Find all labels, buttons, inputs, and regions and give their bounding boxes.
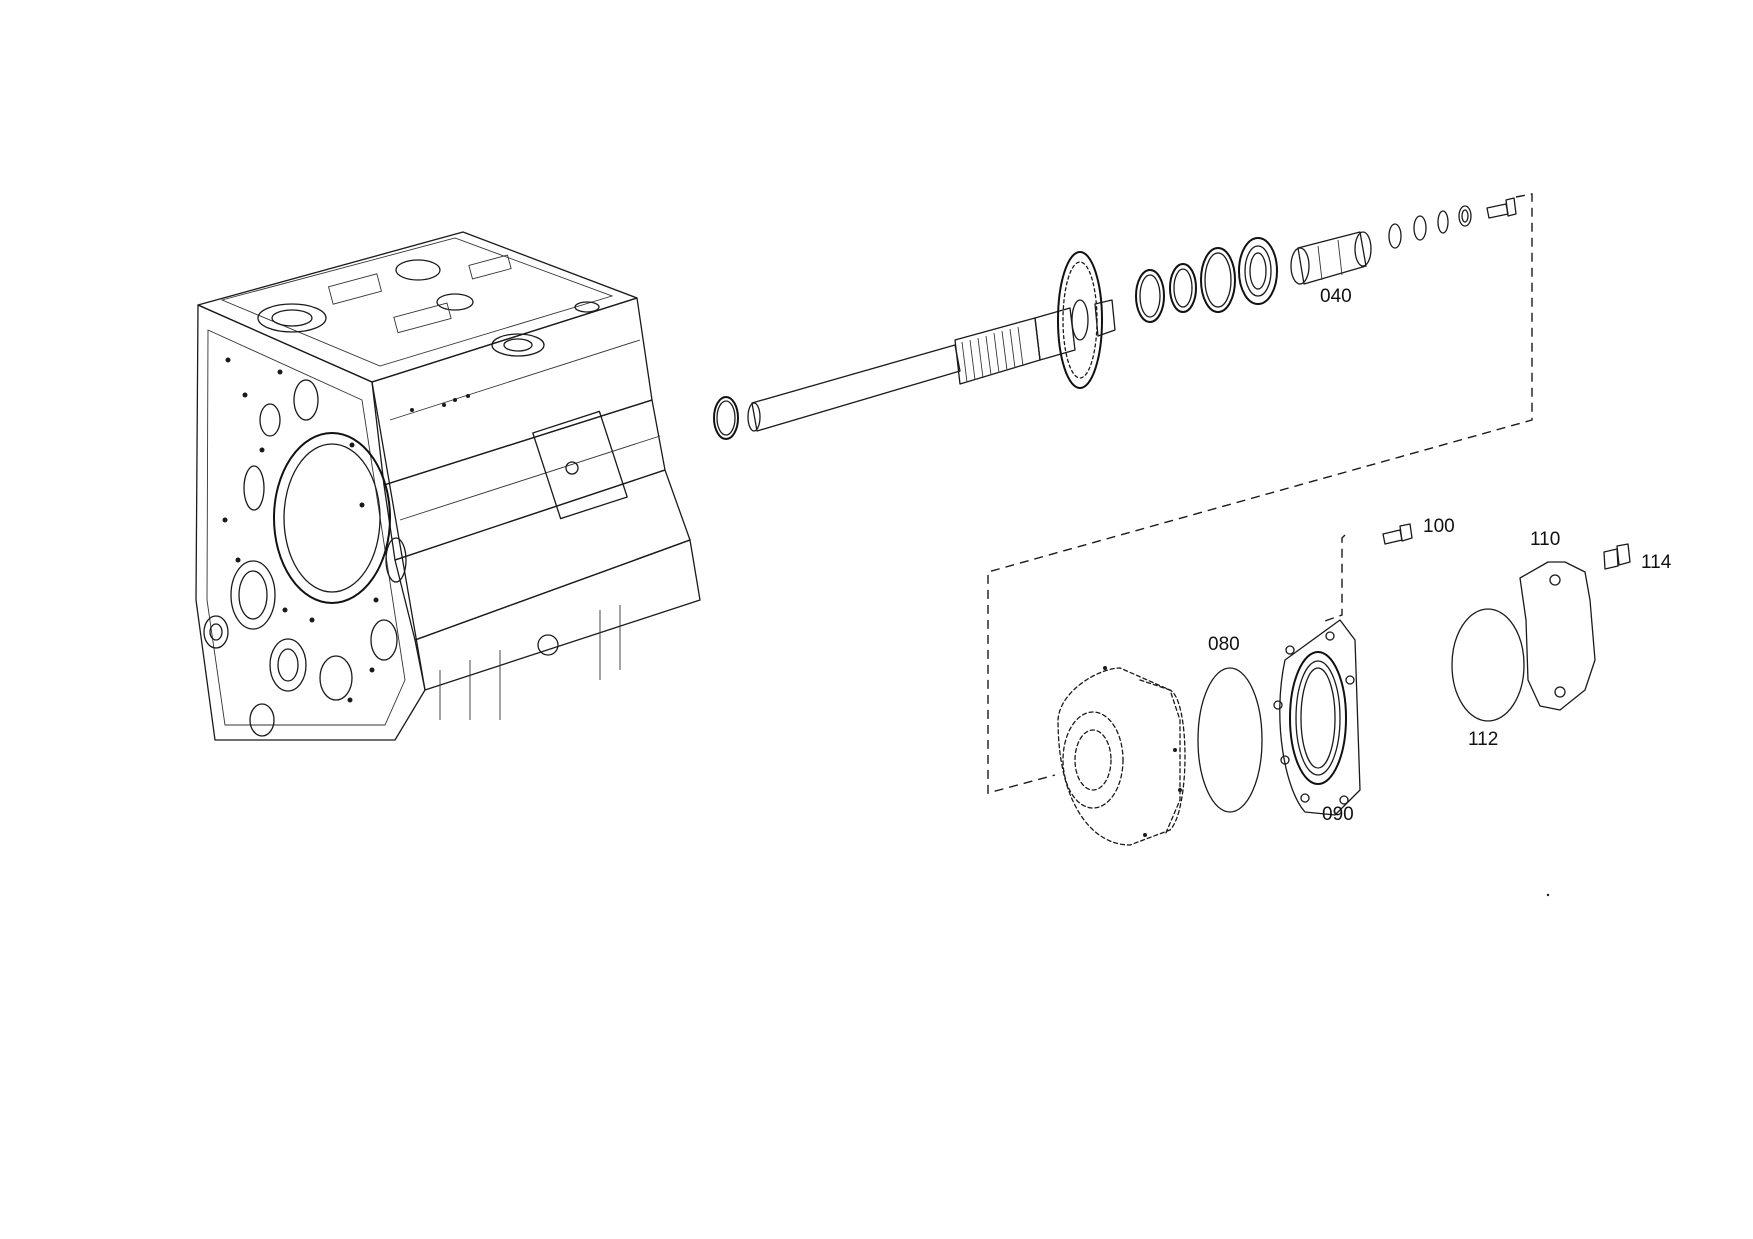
part-080-oring <box>1197 667 1263 813</box>
assembly-leader-line <box>987 193 1533 794</box>
label-114: 114 <box>1641 552 1672 573</box>
label-100: 100 <box>1423 516 1455 537</box>
part-112-oring <box>1451 608 1525 722</box>
shaft-sprocket <box>1057 251 1103 389</box>
label-090: 090 <box>1322 804 1354 825</box>
label-110: 110 <box>1530 529 1560 550</box>
cover-housing <box>1057 666 1186 846</box>
shaft-snap-ring <box>713 396 739 440</box>
part-100-bolt <box>1382 523 1413 545</box>
output-shaft <box>713 251 1116 440</box>
transmission-housing <box>195 231 701 741</box>
part-090-flange <box>1273 619 1361 816</box>
label-080: 080 <box>1208 634 1240 655</box>
part-110-plate <box>1519 561 1596 711</box>
bolt-leader-line <box>1321 534 1346 623</box>
upper-rings <box>1135 237 1278 323</box>
part-114-plug <box>1603 543 1631 570</box>
label-040: 040 <box>1320 286 1352 307</box>
part-040-sleeve <box>1290 231 1372 285</box>
small-rings <box>1388 197 1517 249</box>
label-112: 112 <box>1468 729 1498 750</box>
